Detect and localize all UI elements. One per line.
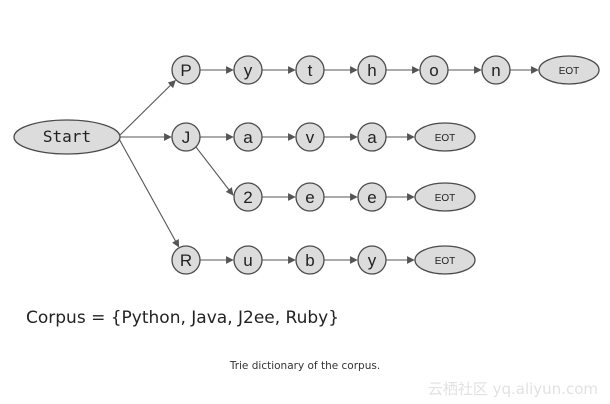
node-label: b (305, 251, 314, 270)
edges-layer (117, 66, 539, 264)
node-circle (233, 182, 263, 212)
trie-node: e (295, 182, 325, 212)
node-ellipse (414, 245, 476, 275)
node-circle (233, 55, 263, 85)
corpus-text: Corpus = {Python, Java, J2ee, Ruby} (26, 308, 340, 328)
eot-node: EOT (414, 245, 476, 275)
trie-node: h (357, 55, 387, 85)
trie-node: v (295, 122, 325, 152)
edge-start-branch (117, 79, 176, 138)
trie-node: t (295, 55, 325, 85)
eot-node: EOT (538, 55, 600, 85)
node-ellipse (538, 55, 600, 85)
node-circle (481, 55, 511, 85)
node-circle (171, 55, 201, 85)
node-ellipse (414, 182, 476, 212)
node-circle (295, 55, 325, 85)
node-label: J (182, 128, 191, 147)
trie-node: a (357, 122, 387, 152)
node-label: t (308, 61, 313, 80)
trie-node: b (295, 245, 325, 275)
node-label: u (243, 251, 252, 270)
node-circle (357, 122, 387, 152)
trie-node: a (233, 122, 263, 152)
node-circle (357, 55, 387, 85)
node-circle (171, 245, 201, 275)
trie-node: 2 (233, 182, 263, 212)
trie-node: P (171, 55, 201, 85)
node-circle (419, 55, 449, 85)
node-label: e (367, 188, 376, 207)
node-label: Start (43, 127, 91, 146)
start-node: Start (13, 119, 121, 155)
trie-node: R (171, 245, 201, 275)
node-label: o (429, 61, 438, 80)
node-label: EOT (435, 256, 456, 267)
eot-node: EOT (414, 122, 476, 152)
node-label: R (180, 251, 192, 270)
node-label: y (244, 61, 253, 80)
node-circle (357, 182, 387, 212)
node-label: EOT (435, 193, 456, 204)
trie-node: y (233, 55, 263, 85)
node-label: e (305, 188, 314, 207)
trie-node: o (419, 55, 449, 85)
node-circle (171, 122, 201, 152)
eot-node: EOT (414, 182, 476, 212)
node-label: EOT (559, 66, 580, 77)
node-ellipse (13, 119, 121, 155)
node-circle (357, 245, 387, 275)
watermark: 云栖社区 yq.aliyun.com (427, 380, 598, 398)
node-label: h (367, 61, 376, 80)
trie-node: u (233, 245, 263, 275)
node-circle (295, 245, 325, 275)
edge-j-to-2 (195, 146, 234, 196)
node-circle (295, 182, 325, 212)
figure-caption: Trie dictionary of the corpus. (229, 360, 381, 372)
trie-node: J (171, 122, 201, 152)
trie-node: n (481, 55, 511, 85)
node-circle (295, 122, 325, 152)
trie-node: y (357, 245, 387, 275)
node-label: a (243, 128, 253, 147)
node-label: y (368, 251, 377, 270)
node-label: n (491, 61, 500, 80)
trie-node: e (357, 182, 387, 212)
node-circle (233, 122, 263, 152)
node-label: a (367, 128, 377, 147)
node-label: 2 (243, 188, 252, 207)
node-label: v (306, 128, 315, 147)
node-label: EOT (435, 133, 456, 144)
node-label: P (180, 61, 191, 80)
node-circle (233, 245, 263, 275)
node-ellipse (414, 122, 476, 152)
edge-start-branch (117, 136, 180, 248)
